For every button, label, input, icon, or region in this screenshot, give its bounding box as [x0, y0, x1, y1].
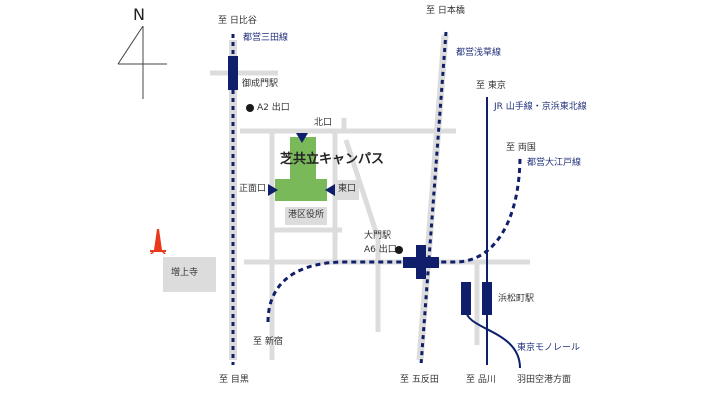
- direction-nihonbashi: 至 日本橋: [426, 6, 465, 16]
- direction-hibiya: 至 日比谷: [218, 16, 257, 26]
- onarimon-station-marker: [228, 56, 238, 90]
- oedo-line-label: 都営大江戸線: [527, 158, 582, 168]
- tokyo-tower-icon: [150, 229, 166, 254]
- a2-exit-dot-icon: [246, 104, 254, 112]
- direction-shinagawa: 至 品川: [466, 375, 496, 385]
- campus-name-label: 芝共立キャンパス: [280, 152, 385, 167]
- direction-haneda: 羽田空港方面: [517, 375, 572, 385]
- a6-exit-label: A6 出口: [364, 245, 397, 255]
- road-east-entrance: [333, 180, 359, 200]
- compass-icon: [117, 25, 167, 99]
- ward-office-block: [285, 207, 327, 225]
- campus-building: [275, 137, 327, 201]
- north-entrance-arrow-icon: [296, 133, 308, 143]
- jr-line-label: JR 山手線・京浜東北線: [494, 102, 587, 112]
- zojoji-temple-block: [163, 257, 216, 292]
- mita-line-label: 都営三田線: [243, 33, 289, 43]
- a2-exit-label: A2 出口: [257, 103, 290, 113]
- compass-north-label: N: [133, 5, 145, 24]
- zojoji-temple-label: 増上寺: [171, 268, 199, 278]
- direction-shinjuku: 至 新宿: [253, 337, 283, 347]
- onarimon-station-label: 御成門駅: [242, 79, 279, 89]
- asakusa-line-label: 都営浅草線: [456, 48, 502, 58]
- jr-station-marker: [482, 282, 492, 315]
- direction-gotanda: 至 五反田: [400, 375, 439, 385]
- east-entrance-arrow-icon: [325, 184, 335, 196]
- north-entrance-label: 北口: [314, 118, 333, 128]
- east-entrance-label: 東口: [338, 184, 357, 194]
- monorail-line: [465, 309, 521, 369]
- daimon-station-label: 大門駅: [364, 231, 392, 241]
- direction-tokyo: 至 東京: [476, 81, 506, 91]
- direction-ryogoku: 至 両国: [506, 143, 536, 153]
- daimon-station-v: [416, 245, 426, 279]
- road-diagonal: [343, 139, 381, 239]
- hamamatsucho-station-label: 浜松町駅: [498, 294, 535, 304]
- oedo-line: [266, 154, 522, 323]
- direction-meguro: 至 目黒: [219, 375, 249, 385]
- a6-exit-dot-icon: [395, 246, 403, 254]
- front-entrance-arrow-icon: [268, 184, 278, 196]
- front-entrance-label: 正面口: [239, 184, 267, 194]
- ward-office-label: 港区役所: [288, 210, 325, 220]
- monorail-line-label: 東京モノレール: [517, 343, 581, 353]
- monorail-station-marker: [461, 282, 471, 315]
- rail-lines: [231, 31, 522, 369]
